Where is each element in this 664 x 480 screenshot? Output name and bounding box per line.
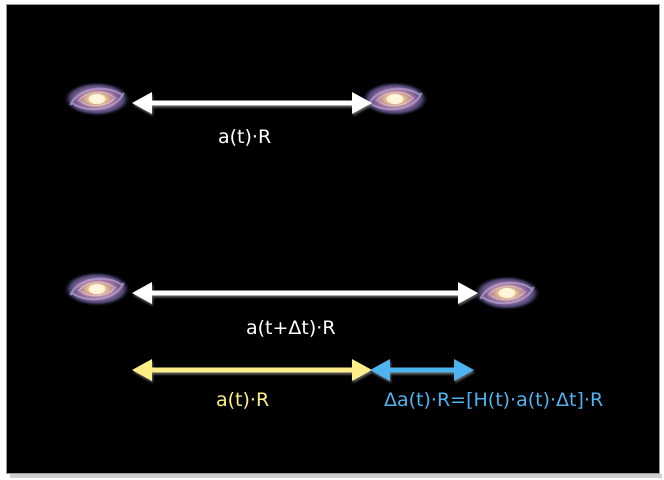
top-label: a(t)·R xyxy=(218,126,271,148)
slide-shadow xyxy=(10,474,662,478)
yellow-label: a(t)·R xyxy=(216,389,269,411)
spiral-galaxy-icon xyxy=(472,274,542,312)
blue-double-arrow xyxy=(370,359,474,381)
spiral-galaxy-icon xyxy=(360,80,430,118)
yellow-double-arrow xyxy=(132,359,372,381)
spiral-galaxy-icon xyxy=(62,80,132,118)
bottom-label: a(t+Δt)·R xyxy=(246,317,336,339)
bottom-double-arrow xyxy=(132,282,478,304)
spiral-galaxy-icon xyxy=(62,270,132,308)
top-double-arrow xyxy=(132,92,372,114)
blue-label: Δa(t)·R=[H(t)·a(t)·Δt]·R xyxy=(384,389,603,411)
slide xyxy=(6,4,660,474)
